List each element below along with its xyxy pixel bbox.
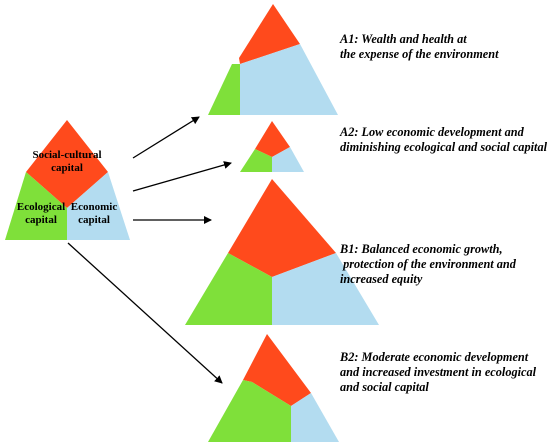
caption-b2: B2: Moderate economic development and in… (340, 350, 545, 395)
social-cultural-label-line2: capital (51, 162, 83, 174)
caption-b1: B1: Balanced economic growth, protection… (340, 242, 545, 287)
a2-economic-region (272, 147, 304, 172)
a2-social-cultural-region (255, 121, 290, 157)
caption-b1-line1: B1: Balanced economic growth, (340, 242, 503, 256)
scenario-b1-triangle (185, 179, 379, 325)
caption-b1-line2: protection of the environment and (340, 257, 516, 271)
ecological-label-line2: capital (25, 214, 57, 226)
b2-social-cultural-region (243, 334, 311, 406)
scenario-b2-triangle (208, 334, 339, 442)
social-cultural-capital-label: Social-cultural capital (27, 149, 107, 175)
source-economic-region (67, 172, 130, 240)
economic-label-line2: capital (78, 214, 110, 226)
source-social-cultural-region (26, 120, 108, 208)
a1-economic-region (240, 44, 338, 115)
arrow-to-a2 (132, 161, 232, 192)
ecological-capital-label: Ecological capital (13, 201, 69, 227)
source-ecological-region (5, 172, 67, 240)
b1-social-cultural-region (228, 179, 336, 277)
source-triangle (5, 120, 130, 240)
caption-b2-line1: B2: Moderate economic development (340, 350, 529, 364)
caption-a1-line1: A1: Wealth and health at (340, 32, 467, 46)
arrow-to-b2 (67, 242, 223, 384)
a2-ecological-region (240, 149, 272, 172)
economic-label-line1: Economic (70, 201, 118, 213)
caption-a2-line1: A2: Low economic development and (340, 125, 524, 139)
caption-a1: A1: Wealth and health at the expense of … (340, 32, 545, 62)
caption-a2: A2: Low economic development and diminis… (340, 125, 548, 155)
caption-b1-line3: increased equity (340, 272, 423, 286)
caption-a1-line2: the expense of the environment (340, 47, 499, 61)
scenario-a2-triangle (240, 121, 304, 172)
social-cultural-label-line1: Social-cultural (32, 149, 102, 161)
b1-ecological-region (185, 253, 272, 325)
ecological-label-line1: Ecological (16, 201, 66, 213)
a1-social-cultural-region (239, 4, 300, 64)
arrow-to-a1 (132, 116, 200, 159)
a1-ecological-region (208, 64, 240, 115)
scenario-a1-triangle (208, 4, 338, 115)
b2-economic-region (291, 393, 339, 442)
economic-capital-label: Economic capital (66, 201, 122, 227)
caption-b2-line3: and social capital (340, 380, 429, 394)
b2-ecological-region (208, 380, 291, 442)
b1-economic-region (272, 253, 379, 325)
caption-a2-line2: diminishing ecological and social capita… (340, 140, 548, 154)
caption-b2-line2: and increased investment in ecological (340, 365, 537, 379)
